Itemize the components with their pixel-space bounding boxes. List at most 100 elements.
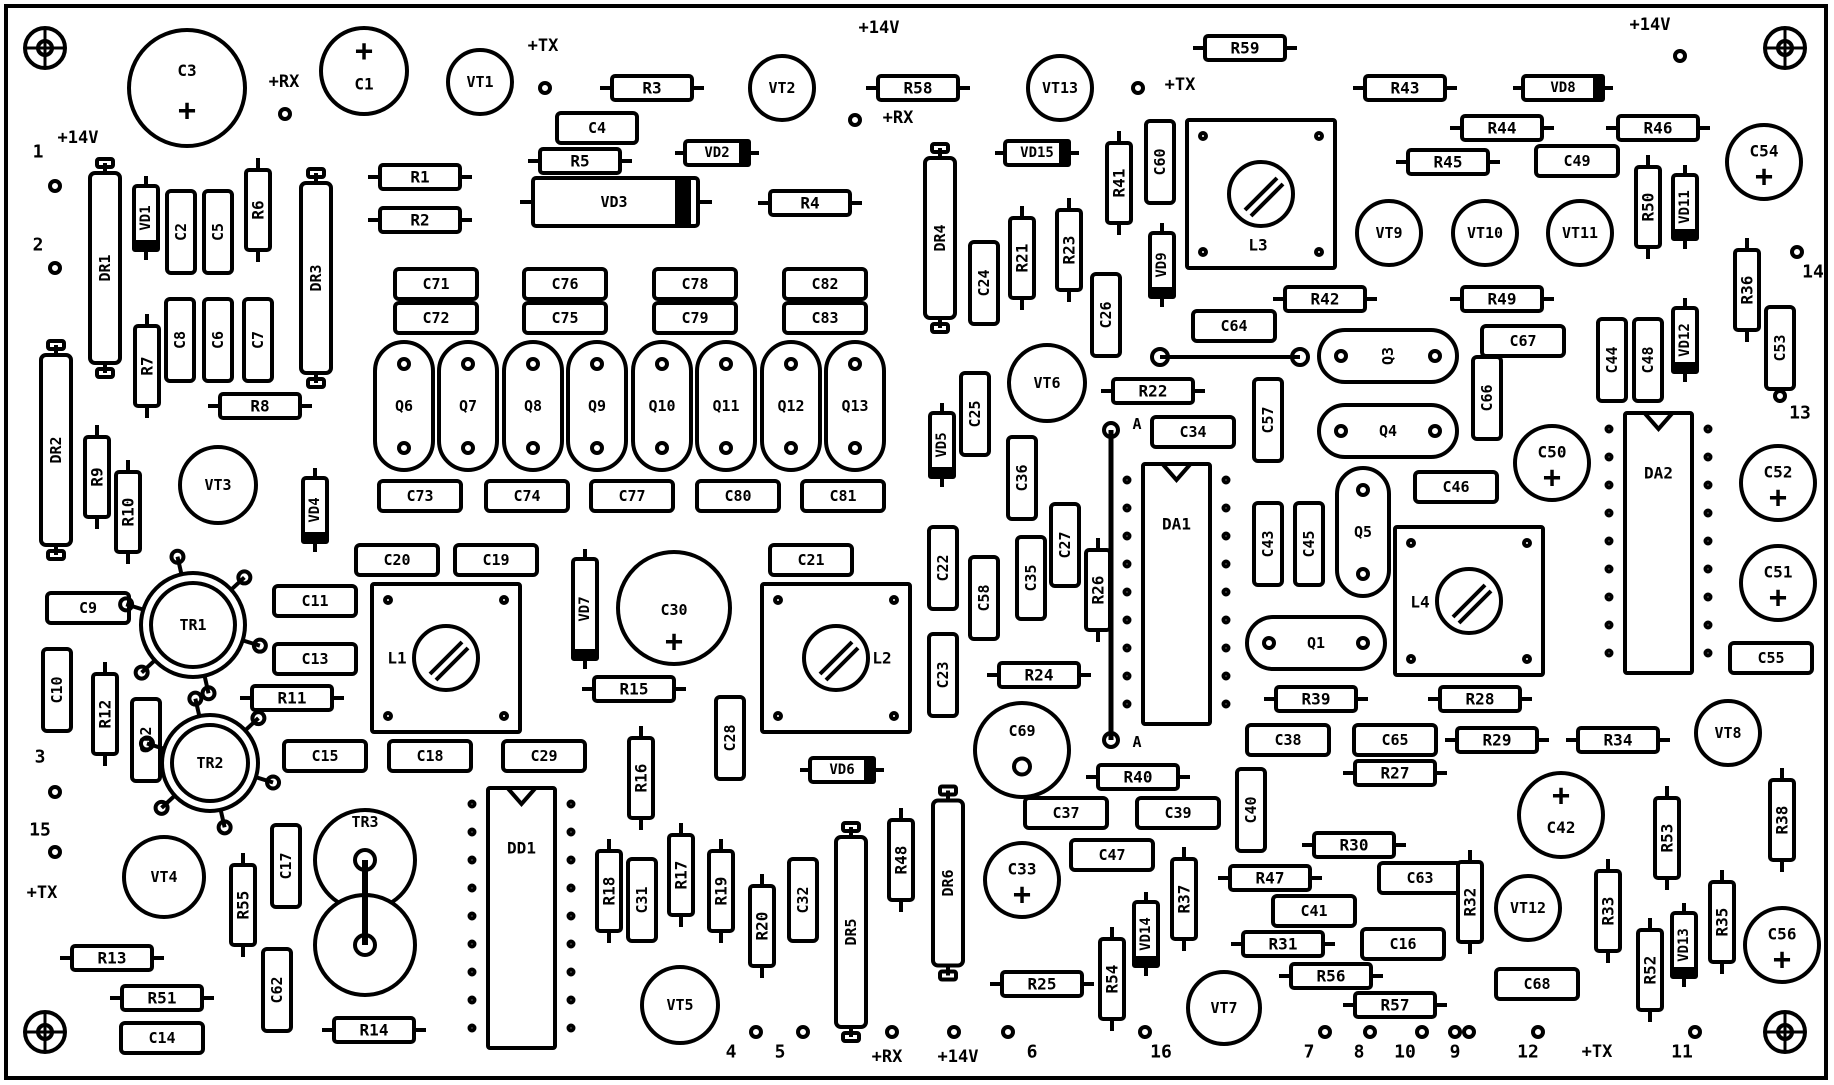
resistor-R25 <box>1000 970 1084 998</box>
label-VD9: VD9 <box>1154 252 1170 277</box>
pad <box>236 569 253 586</box>
capacitor-C78 <box>652 267 738 301</box>
ic-pin <box>1604 424 1614 434</box>
resistor-R54 <box>1098 937 1126 1021</box>
lead <box>175 556 184 575</box>
crystal-pin <box>1356 567 1370 581</box>
capacitor-C82 <box>782 267 868 301</box>
resistor-R53 <box>1653 796 1681 880</box>
lead <box>243 716 260 732</box>
transistor-VT7 <box>1186 970 1262 1046</box>
capacitor-C20 <box>354 543 440 577</box>
label-C76: C76 <box>551 275 578 293</box>
pad <box>187 690 204 707</box>
label-R16: R16 <box>632 764 651 793</box>
crystal-pin <box>1262 636 1276 650</box>
pin-pad <box>1363 1025 1377 1039</box>
label-C23: C23 <box>934 661 952 688</box>
label-R13: R13 <box>98 949 127 968</box>
trimmer-C69 <box>973 701 1071 799</box>
pin-label-p16: 16 <box>1150 1042 1172 1063</box>
label-VD7: VD7 <box>577 596 593 621</box>
pin-label-p6: 6 <box>1027 1042 1038 1063</box>
capacitor-C12 <box>130 697 162 783</box>
crystal-pin <box>1334 349 1348 363</box>
label-C43: C43 <box>1259 530 1277 557</box>
ic-pin <box>1221 587 1231 597</box>
coil-pin <box>383 595 393 605</box>
cathode-band <box>1671 229 1699 241</box>
capacitor-C7 <box>242 297 274 383</box>
pin-pad <box>1790 245 1804 259</box>
label-R53: R53 <box>1658 824 1677 853</box>
resistor-R59 <box>1203 34 1287 62</box>
choke-cap <box>95 157 115 169</box>
rail-label: +14V <box>58 128 99 148</box>
crystal-pin <box>719 441 733 455</box>
choke-cap <box>938 784 958 797</box>
capacitor-C48 <box>1632 317 1664 403</box>
rail-label: +TX <box>27 883 58 903</box>
crystal-Q6 <box>373 340 435 472</box>
label-R28: R28 <box>1466 690 1495 709</box>
label-R3: R3 <box>642 79 661 98</box>
label-VT10: VT10 <box>1467 224 1503 242</box>
label-R51: R51 <box>148 989 177 1008</box>
label-R27: R27 <box>1381 764 1410 783</box>
ic-pin <box>1221 671 1231 681</box>
label-C36: C36 <box>1013 464 1031 491</box>
label-C45: C45 <box>1300 530 1318 557</box>
jumper-label: A <box>1132 733 1141 751</box>
label-C52: C52 <box>1764 462 1793 481</box>
label-R9: R9 <box>88 467 107 486</box>
ic-notch <box>505 786 538 808</box>
pin-pad <box>1462 1025 1476 1039</box>
label-C16: C16 <box>1389 935 1416 953</box>
label-R55: R55 <box>234 891 253 920</box>
cathode-band <box>1132 956 1160 968</box>
capacitor-C57 <box>1252 377 1284 463</box>
coil-pin <box>1406 538 1416 548</box>
ic-DA2 <box>1623 411 1694 675</box>
label-C72: C72 <box>422 309 449 327</box>
resistor-R31 <box>1241 930 1325 958</box>
electrolytic-C30 <box>616 550 732 666</box>
label-R31: R31 <box>1269 935 1298 954</box>
lead <box>146 741 165 751</box>
resistor-R56 <box>1289 962 1373 990</box>
label-C35: C35 <box>1022 564 1040 591</box>
crystal-pin <box>848 357 862 371</box>
label-VD5: VD5 <box>934 432 950 457</box>
label-DR3: DR3 <box>307 264 325 291</box>
ic-pin <box>1703 648 1713 658</box>
pad <box>138 735 155 752</box>
label-C44: C44 <box>1603 346 1621 373</box>
label-L1: L1 <box>387 649 406 668</box>
label-R46: R46 <box>1644 119 1673 138</box>
capacitor-C18 <box>387 739 473 773</box>
label-R20: R20 <box>753 912 772 941</box>
polarity-mark: + <box>1773 942 1791 977</box>
resistor-R43 <box>1363 74 1447 102</box>
crystal-Q1 <box>1245 615 1387 671</box>
choke-DR4 <box>923 156 957 320</box>
polarity-mark: + <box>1552 779 1570 814</box>
pin-pad <box>48 179 62 193</box>
pin-label-p1: 1 <box>33 142 44 163</box>
label-VT12: VT12 <box>1510 899 1546 917</box>
label-C8: C8 <box>171 331 189 349</box>
label-R6: R6 <box>249 200 268 219</box>
electrolytic-C42 <box>1517 771 1605 859</box>
label-R2: R2 <box>410 211 429 230</box>
label-C7: C7 <box>249 331 267 349</box>
pad <box>251 637 268 654</box>
crystal-pin <box>397 357 411 371</box>
resistor-R28 <box>1438 685 1522 713</box>
ic-pin <box>1221 475 1231 485</box>
crystal-Q8 <box>502 340 564 472</box>
label-C11: C11 <box>301 592 328 610</box>
label-VD13: VD13 <box>1676 928 1692 962</box>
cathode-band <box>1059 139 1071 167</box>
rail-label: +TX <box>528 36 559 56</box>
pin-label-p11: 11 <box>1671 1042 1693 1063</box>
